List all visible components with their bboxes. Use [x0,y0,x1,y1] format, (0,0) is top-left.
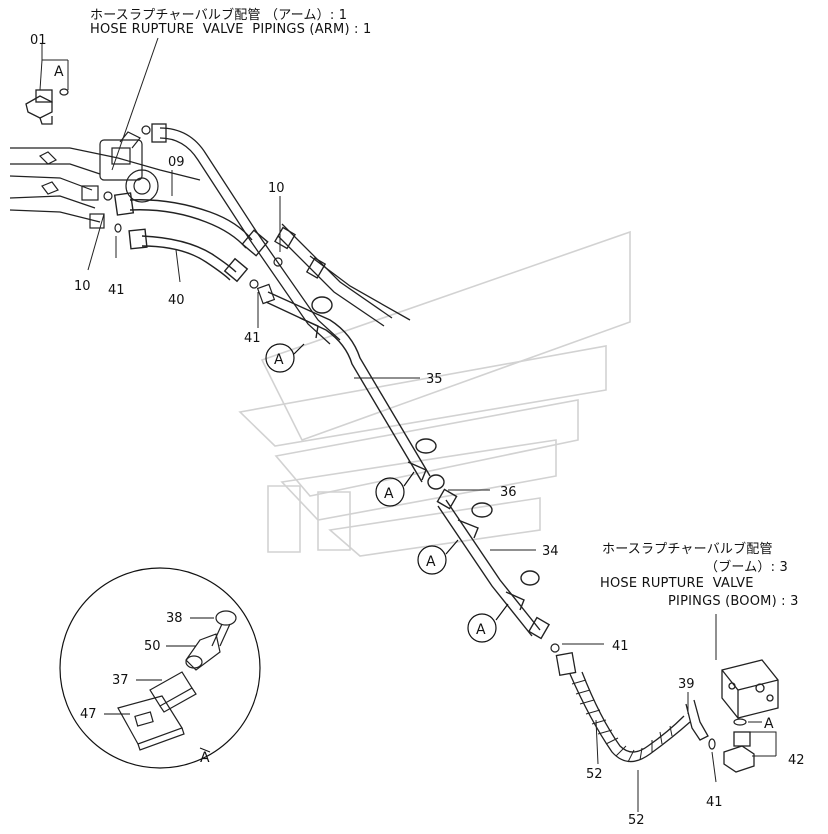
clamp-marker-1: A [265,343,305,373]
svg-text:A: A [476,622,486,638]
svg-text:A: A [384,486,394,502]
clamp-marker-4: A [467,603,509,643]
callout-10-a: 10 [268,181,285,196]
callout-37: 37 [112,673,129,688]
detail-view-a: 38 50 37 47 [59,567,261,769]
label-a-detail: A [200,750,210,766]
label-a-boom: A [764,716,774,732]
callout-50: 50 [144,639,161,654]
callout-10-b: 10 [74,279,91,294]
callout-35: 35 [426,372,443,387]
o-rings [103,125,747,750]
pipe-35 [265,291,445,490]
title-boom-jp-2: （ブーム）: 3 [705,560,788,575]
hose-52 [555,652,709,763]
elbow-fitting-01 [25,88,69,125]
small-adapters [81,185,276,305]
callout-47: 47 [80,707,97,722]
title-boom-jp-1: ホースラプチャーバルブ配管 [602,542,773,557]
hose-09 [113,192,269,257]
label-a-top: A [54,64,64,80]
callout-41-c: 41 [612,639,629,654]
callout-01: 01 [30,33,47,48]
callout-09: 09 [168,155,185,170]
svg-text:A: A [426,554,436,570]
callout-36: 36 [500,485,517,500]
callout-40: 40 [168,293,185,308]
callout-52-a: 52 [586,767,603,782]
section-labels: A A A [54,64,774,766]
callout-numbers: 01 09 10 10 41 40 41 35 36 34 41 39 42 5… [30,33,805,828]
callout-52-b: 52 [628,813,645,828]
leader-lines [39,37,777,812]
elbow-fitting-42 [723,731,755,773]
boom-valve-block [721,659,779,719]
callout-41-a: 41 [108,283,125,298]
watermark-logo [238,230,631,557]
callout-39: 39 [678,677,695,692]
svg-text:A: A [274,352,284,368]
pipe-34 [436,488,551,640]
callout-41-d: 41 [706,795,723,810]
callout-41-b: 41 [244,331,261,346]
clamp-marker-3: A [417,539,459,575]
clamp-markers: A A A A [265,343,509,643]
title-boom-en-2: PIPINGS (BOOM) : 3 [668,594,799,609]
title-boom-en-1: HOSE RUPTURE VALVE [600,576,754,591]
callout-42: 42 [788,753,805,768]
clamp-marker-2: A [375,471,415,507]
callout-38: 38 [166,611,183,626]
callout-34: 34 [542,544,559,559]
title-arm-jp: ホースラプチャーバルブ配管 （アーム）: 1 [90,8,348,23]
title-arm-en: HOSE RUPTURE VALVE PIPINGS (ARM) : 1 [90,22,372,37]
hose-40 [128,228,249,283]
arm-pipes [151,123,411,345]
